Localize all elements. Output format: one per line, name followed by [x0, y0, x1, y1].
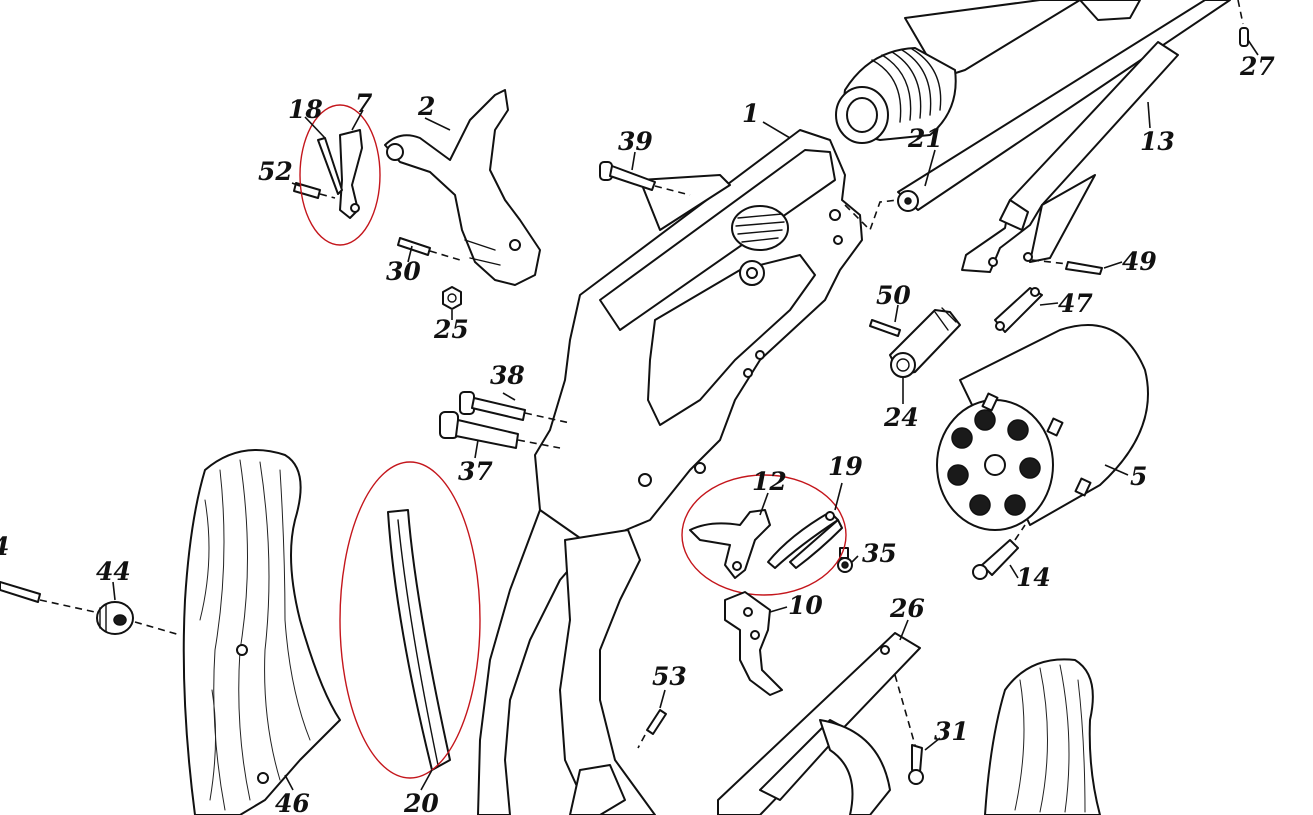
part-37-screw	[439, 411, 561, 449]
part-7-hand	[339, 129, 363, 219]
callout-39: 39	[618, 127, 653, 156]
part-27-pin	[1237, 0, 1249, 47]
callout-27: 27	[1239, 52, 1275, 81]
callout-7: 7	[355, 89, 373, 118]
part-10-trigger	[724, 591, 783, 696]
callout-24: 24	[883, 403, 919, 432]
barrel-threaded	[835, 0, 1081, 144]
callout-labels: 1 2 18 7 52 39 30 25 21 13 27 49 50 47 2…	[0, 52, 1275, 815]
callout-10: 10	[788, 591, 823, 620]
part-50-pin	[869, 319, 901, 337]
callout-2: 2	[417, 92, 435, 121]
grip-frame-backstrap	[477, 509, 656, 815]
callout-1: 1	[742, 99, 759, 128]
part-13-loading-lever	[961, 41, 1179, 273]
part-5-cylinder	[936, 324, 1149, 531]
part-39-screw	[599, 161, 691, 196]
callout-25: 25	[433, 315, 469, 344]
callout-21: 21	[907, 124, 943, 153]
part-20-mainspring	[387, 509, 451, 771]
callout-49: 49	[1122, 247, 1157, 276]
part-35-screw	[837, 547, 853, 573]
callout-50: 50	[876, 281, 911, 310]
callout-14: 14	[1016, 563, 1051, 592]
part-53-pin	[637, 709, 667, 749]
part-4-screw	[0, 581, 41, 603]
callout-38: 38	[490, 361, 525, 390]
part-49-pin	[1031, 259, 1103, 275]
part-38-screw	[459, 391, 571, 424]
callout-31: 31	[934, 717, 969, 746]
part-1-frame	[534, 129, 899, 546]
callout-5: 5	[1130, 462, 1147, 491]
callout-46: 46	[275, 789, 310, 815]
callout-35: 35	[862, 539, 897, 568]
callout-12: 12	[752, 467, 787, 496]
part-31-screw	[908, 744, 924, 785]
callout-26: 26	[889, 594, 925, 623]
part-14-nipple	[972, 524, 1026, 580]
part-30-pin	[397, 237, 461, 261]
grip-right	[984, 658, 1101, 815]
callout-20: 20	[403, 789, 439, 815]
part-24-bolt	[889, 307, 961, 378]
leader-lines	[112, 39, 1259, 791]
part-2-hammer	[384, 89, 541, 286]
part-25-nut	[442, 286, 462, 310]
part-19-bolt-spring	[767, 511, 843, 569]
highlight-circle-mainspring	[339, 461, 481, 779]
callout-44: 44	[96, 557, 131, 586]
callout-19: 19	[828, 452, 863, 481]
callout-13: 13	[1140, 127, 1175, 156]
part-46-grip-left	[182, 449, 341, 815]
part-26-trigger-guard	[717, 632, 921, 815]
ejector-rod	[1079, 0, 1141, 21]
part-47-link	[994, 287, 1043, 333]
part-44-escutcheon	[39, 599, 181, 636]
callout-52: 52	[258, 157, 293, 186]
callout-53: 53	[652, 662, 687, 691]
callout-47: 47	[1058, 289, 1093, 318]
callout-30: 30	[386, 257, 421, 286]
callout-37: 37	[458, 457, 493, 486]
part-12-bolt-lever	[689, 509, 771, 579]
highlight-circle-bolt	[681, 474, 847, 596]
part-18-hand-spring	[317, 137, 343, 195]
highlight-circle-hand	[299, 104, 381, 246]
callout-18: 18	[288, 95, 323, 124]
callout-4-partial: 4	[0, 532, 9, 561]
